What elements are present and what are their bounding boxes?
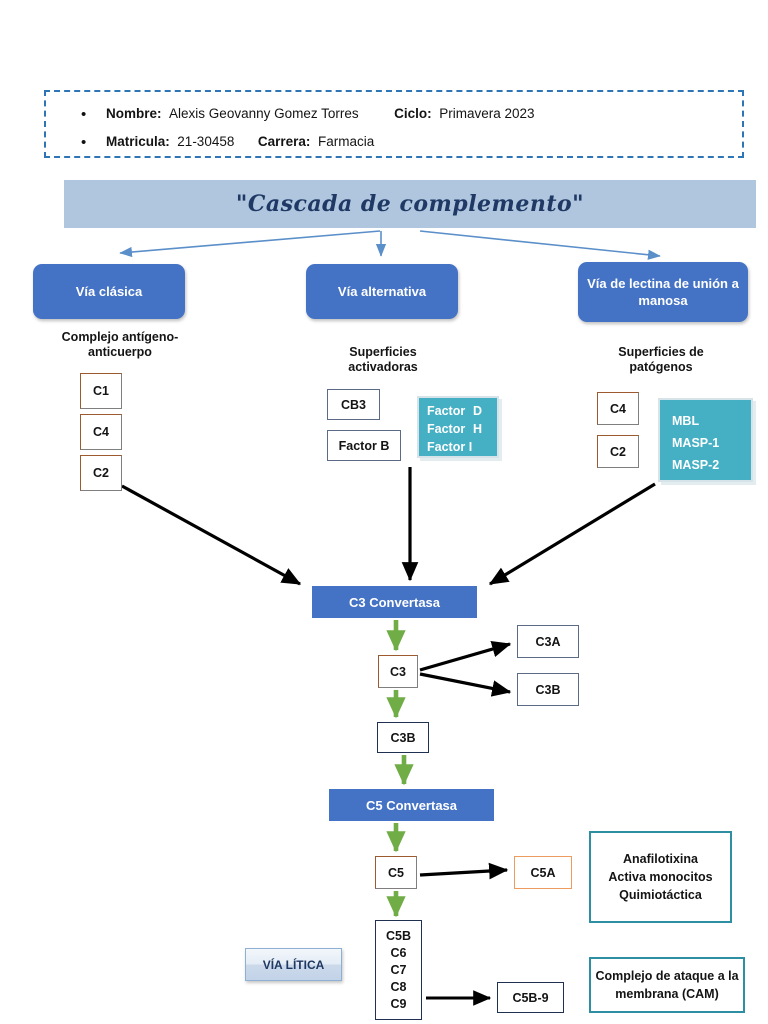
- component-box-c4-classical[interactable]: C4: [80, 414, 122, 450]
- anafilotoxina-line-1: Anafilotixina: [622, 852, 698, 866]
- component-label-c2-lectin: C2: [610, 444, 626, 459]
- component-box-c1[interactable]: C1: [80, 373, 122, 409]
- factor-row-h: Factor H: [427, 420, 497, 438]
- label-matricula: Matricula:: [106, 134, 170, 149]
- component-label-c3b-middle: C3B: [390, 730, 416, 745]
- stack-label-c7: C7: [390, 962, 407, 977]
- component-label-factor-b: Factor B: [338, 438, 390, 453]
- component-box-c3b-right[interactable]: C3B: [517, 673, 579, 706]
- component-box-factor-b[interactable]: Factor B: [327, 430, 401, 461]
- pathway-label-lectina: Vía de lectina de unión a manosa: [587, 276, 739, 308]
- pathway-box-alternativa[interactable]: Vía alternativa: [306, 264, 458, 319]
- mbl-line-mbl: MBL: [672, 414, 700, 428]
- stack-label-c5b: C5B: [385, 928, 411, 943]
- component-label-c2-classical: C2: [93, 466, 109, 480]
- component-label-c3: C3: [390, 664, 406, 679]
- via-litica-button[interactable]: VÍA LÍTICA: [245, 948, 342, 981]
- caption-superficies-patogenos: Superficies de patógenos: [618, 345, 704, 374]
- stack-label-c6: C6: [390, 945, 407, 960]
- component-box-c3b-middle[interactable]: C3B: [377, 722, 429, 753]
- component-box-c5[interactable]: C5: [375, 856, 417, 889]
- factor-regulators-panel: Factor D Factor H Factor I: [417, 396, 499, 458]
- bullet-glyph-2: •: [81, 134, 87, 151]
- pathway-box-clasica[interactable]: Vía clásica: [33, 264, 185, 319]
- arrow-title-to-classical: [119, 230, 381, 258]
- factor-value-d: D: [473, 404, 483, 418]
- factor-row-i: Factor I: [427, 438, 497, 456]
- c5-convertase-bar[interactable]: C5 Convertasa: [329, 789, 494, 821]
- pathway-box-lectina[interactable]: Vía de lectina de unión a manosa: [578, 262, 748, 322]
- factor-key-i: Factor: [427, 440, 466, 454]
- c3-convertase-bar[interactable]: C3 Convertasa: [312, 586, 477, 618]
- arrow-classical-to-c3convertase: [121, 484, 302, 586]
- arrow-c5-to-c5a: [419, 862, 509, 880]
- bullet-glyph-1: •: [81, 106, 87, 123]
- component-label-c5a: C5A: [530, 865, 556, 880]
- stack-label-c8: C8: [390, 979, 407, 994]
- pathway-label-clasica: Vía clásica: [75, 284, 143, 299]
- arrow-lectin-to-c3convertase: [488, 482, 656, 586]
- component-box-c3[interactable]: C3: [378, 655, 418, 688]
- mbl-line-masp2: MASP-2: [672, 458, 720, 472]
- component-box-c3a[interactable]: C3A: [517, 625, 579, 658]
- student-info-line-nombre: • Nombre: Alexis Geovanny Gomez Torres C…: [81, 106, 535, 123]
- component-box-c2-classical[interactable]: C2: [80, 455, 122, 491]
- mbl-masp-panel: MBL MASP-1 MASP-2: [658, 398, 753, 482]
- via-litica-label: VÍA LÍTICA: [262, 957, 325, 972]
- factor-value-i: I: [468, 440, 473, 454]
- factor-key-h: Factor: [427, 422, 466, 436]
- component-label-c5: C5: [388, 865, 404, 880]
- anafilotoxina-line-3: Quimiotáctica: [619, 888, 702, 902]
- value-ciclo: Primavera 2023: [439, 106, 535, 121]
- factor-row-d: Factor D: [427, 402, 497, 420]
- cam-label: Complejo de ataque a la membrana (CAM): [595, 969, 739, 1001]
- label-ciclo: Ciclo:: [394, 106, 432, 121]
- mac-component-stack[interactable]: C5B C6 C7 C8 C9: [375, 920, 422, 1020]
- arrow-c3-to-c3a: [419, 640, 512, 672]
- value-matricula: 21-30458: [177, 134, 235, 149]
- mbl-line-masp1: MASP-1: [672, 436, 720, 450]
- component-label-c3b-right: C3B: [535, 682, 561, 697]
- component-label-c3a: C3A: [535, 634, 561, 649]
- value-carrera: Farmacia: [317, 134, 375, 149]
- anafilotoxina-line-2: Activa monocitos: [608, 870, 713, 884]
- component-label-c4-lectin: C4: [610, 401, 626, 416]
- component-label-cb3: CB3: [340, 397, 366, 412]
- title-banner: "Cascada de complemento": [64, 180, 756, 228]
- component-box-cb3[interactable]: CB3: [327, 389, 380, 420]
- page-title: "Cascada de complemento": [235, 191, 585, 217]
- component-box-c5b9[interactable]: C5B-9: [497, 982, 564, 1013]
- student-info-line-matricula: • Matricula: 21-30458 Carrera: Farmacia: [81, 134, 375, 151]
- caption-superficies-activadoras: Superficies activadoras: [348, 345, 418, 374]
- component-label-c5b9: C5B-9: [512, 990, 549, 1005]
- cam-info-panel: Complejo de ataque a la membrana (CAM): [589, 957, 745, 1013]
- label-carrera: Carrera:: [257, 134, 311, 149]
- arrow-title-to-lectin: [419, 230, 661, 260]
- component-box-c5a[interactable]: C5A: [514, 856, 572, 889]
- component-box-c4-lectin[interactable]: C4: [597, 392, 639, 425]
- c5-convertase-label: C5 Convertasa: [365, 797, 458, 813]
- arrow-c3-to-c3b: [419, 672, 512, 697]
- student-info-box: • Nombre: Alexis Geovanny Gomez Torres C…: [44, 90, 744, 158]
- factor-value-h: H: [473, 422, 483, 436]
- component-label-c1: C1: [93, 384, 109, 398]
- anafilotoxina-info-panel: Anafilotixina Activa monocitos Quimiotác…: [589, 831, 732, 923]
- caption-complejo-antigeno-anticuerpo: Complejo antígeno-anticuerpo: [61, 330, 179, 359]
- component-label-c4-classical: C4: [93, 425, 109, 439]
- pathway-label-alternativa: Vía alternativa: [337, 284, 427, 299]
- stack-label-c9: C9: [390, 996, 407, 1011]
- c3-convertase-label: C3 Convertasa: [348, 594, 441, 610]
- component-box-c2-lectin[interactable]: C2: [597, 435, 639, 468]
- value-nombre: Alexis Geovanny Gomez Torres: [169, 106, 359, 121]
- label-nombre: Nombre:: [106, 106, 162, 121]
- factor-key-d: Factor: [427, 404, 466, 418]
